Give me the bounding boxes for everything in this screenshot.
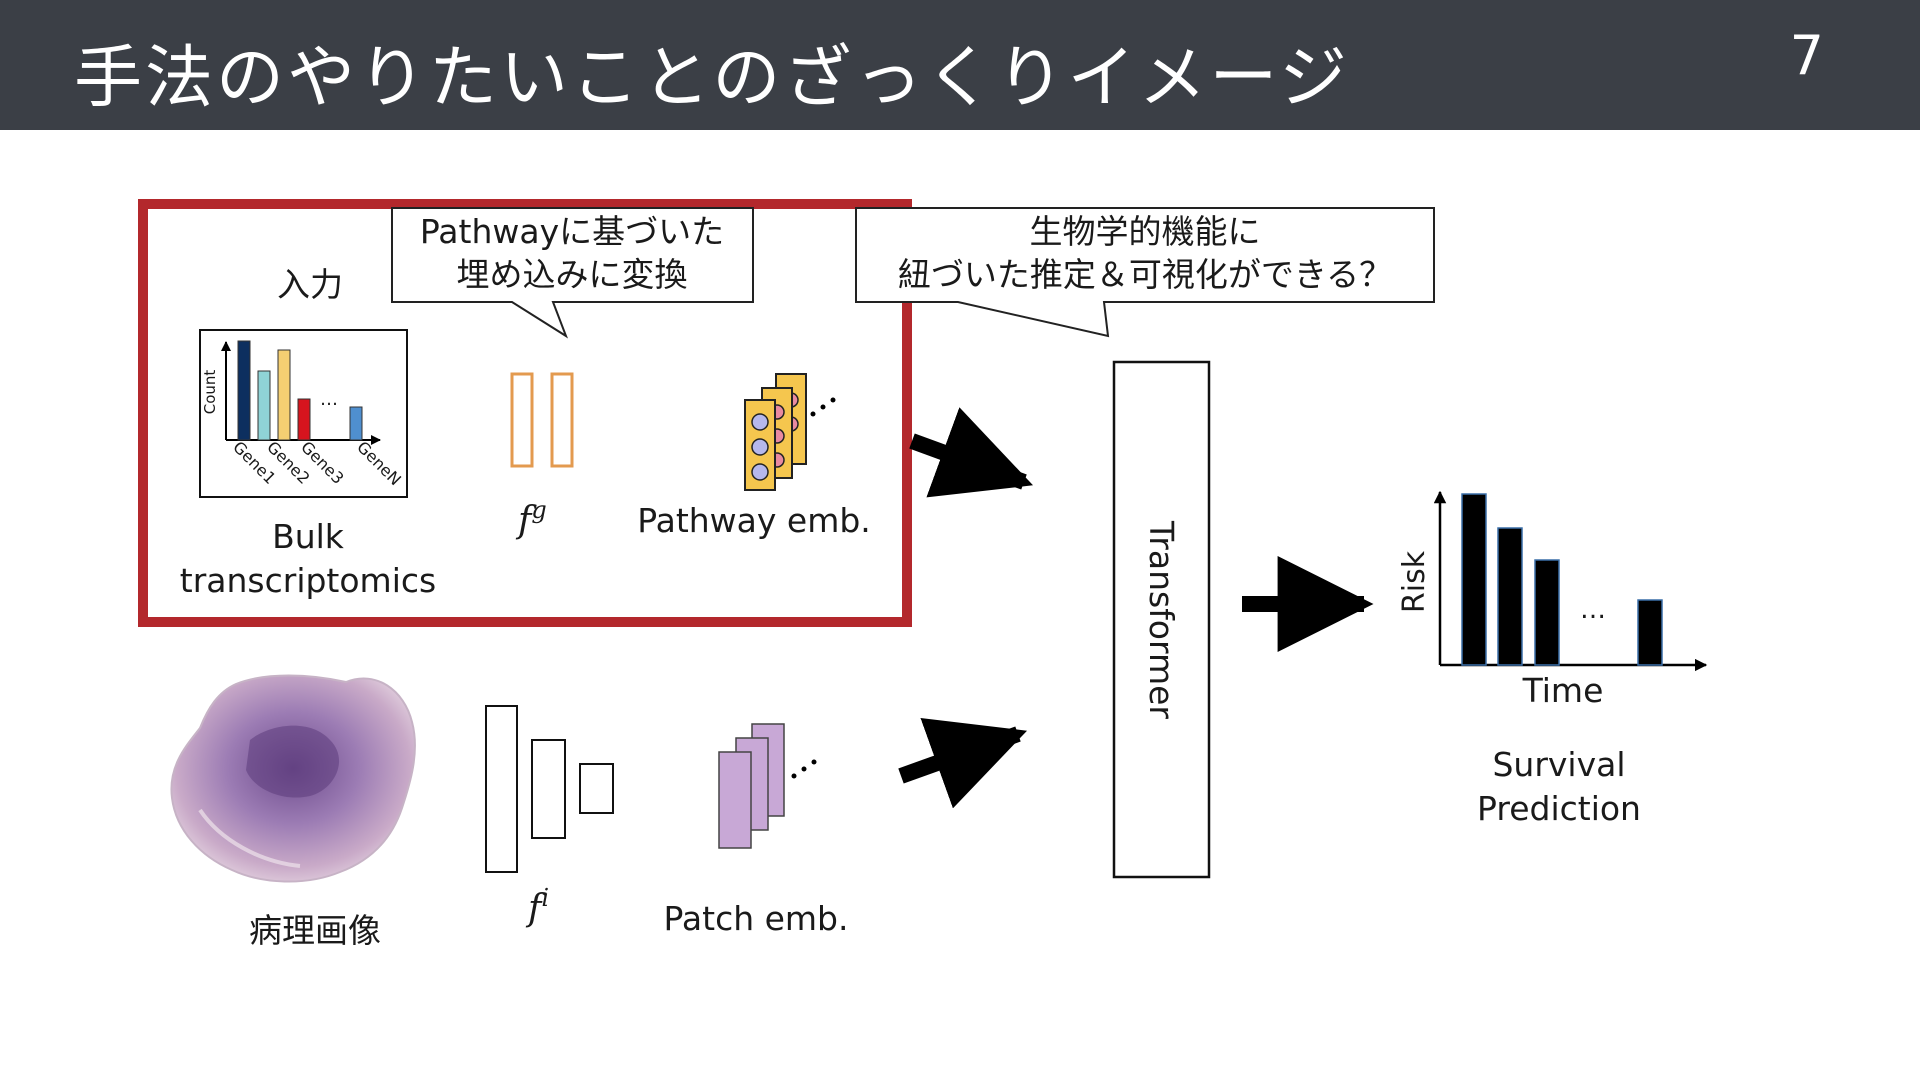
transformer-label: Transformer	[1142, 520, 1181, 719]
survival-label-line1: Survival	[1492, 745, 1625, 784]
risk-bar-4	[1637, 599, 1663, 666]
patch-embedding-icon	[718, 723, 817, 849]
bulk-chart-y-label: Count	[201, 370, 219, 415]
bulk-bar-gene2	[257, 370, 271, 441]
input-label: 入力	[277, 265, 343, 304]
risk-bar-3	[1534, 559, 1560, 666]
pathology-image	[170, 674, 416, 883]
risk-chart-ellipsis: …	[1580, 595, 1606, 625]
slide-header: 手法のやりたいことのざっくりイメージ 7	[0, 0, 1920, 130]
risk-chart-y-label: Risk	[1397, 550, 1432, 613]
bulk-chart: … Count Gene1 Gene2 Gene3 GeneN	[199, 329, 408, 498]
pathway-emb-label: Pathway emb.	[637, 501, 871, 540]
risk-chart-x-label: Time	[1522, 671, 1604, 710]
highlight-box	[138, 199, 912, 627]
pathway-embedding-icon	[744, 373, 836, 491]
callout-bio-line1: 生物学的機能に	[1030, 212, 1261, 251]
callout-pathway: Pathwayに基づいた 埋め込みに変換	[391, 207, 754, 339]
bulk-label-line2: transcriptomics	[180, 561, 436, 600]
risk-chart: … Risk Time	[1397, 490, 1708, 710]
risk-bar-1	[1461, 493, 1487, 666]
fi-encoder	[485, 705, 614, 873]
patch-emb-label: Patch emb.	[663, 899, 848, 938]
bulk-bar-gene1	[237, 340, 251, 441]
page-number: 7	[1789, 24, 1824, 87]
bulk-chart-ellipsis: …	[320, 389, 338, 410]
pathology-label: 病理画像	[249, 911, 381, 950]
transformer-block	[1112, 360, 1211, 879]
arrow-patch-to-transformer	[898, 718, 1028, 809]
survival-label-line2: Prediction	[1477, 789, 1641, 828]
callout-pathway-line2: 埋め込みに変換	[457, 255, 688, 294]
arrow-pathway-to-transformer	[909, 407, 1034, 498]
callout-bio-line2: 紐づいた推定＆可視化ができる？	[898, 255, 1392, 294]
callout-pathway-line1: Pathwayに基づいた	[420, 212, 724, 251]
risk-bar-2	[1497, 527, 1523, 666]
bulk-label-line1: Bulk	[272, 517, 345, 556]
callout-bio: 生物学的機能に 紐づいた推定＆可視化ができる？	[855, 207, 1435, 338]
fg-label: fg	[515, 496, 547, 541]
fg-encoder	[510, 372, 574, 468]
slide-title: 手法のやりたいことのざっくりイメージ	[74, 39, 1350, 118]
fi-label: fi	[525, 884, 549, 929]
bulk-bar-gene4	[297, 398, 311, 441]
bulk-bar-gene3	[277, 349, 291, 441]
bulk-bar-geneN	[349, 406, 363, 441]
